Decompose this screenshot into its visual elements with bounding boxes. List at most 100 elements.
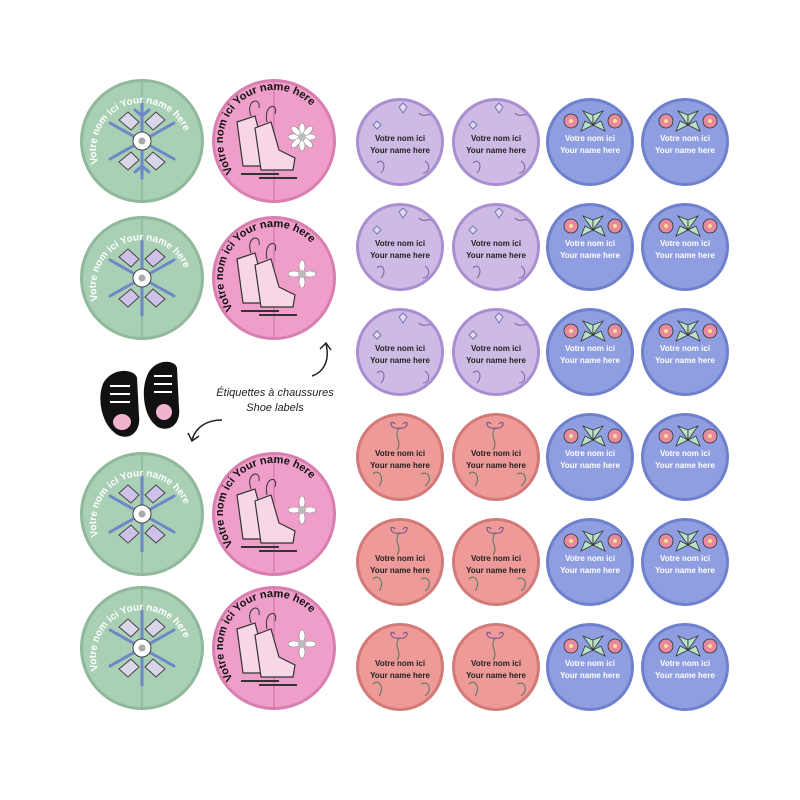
name-label-lilac: Votre nom ici Your name here: [452, 98, 540, 186]
name-label-blue: Votre nom ici Your name here: [546, 413, 634, 501]
name-label-blue: Votre nom ici Your name here: [546, 623, 634, 711]
shoe-label-snowflake: Votre nom ici Your name here: [80, 586, 204, 710]
name-line-fr: Votre nom ici: [564, 344, 616, 353]
name-line-en: Your name here: [560, 251, 620, 260]
name-line-en: Your name here: [560, 566, 620, 575]
name-line-en: Your name here: [466, 146, 526, 155]
name-line-en: Your name here: [655, 461, 715, 470]
name-line-en: Your name here: [370, 671, 430, 680]
name-label-blue: Votre nom ici Your name here: [641, 413, 729, 501]
name-line-fr: Votre nom ici: [659, 659, 711, 668]
name-line-fr: Votre nom ici: [470, 344, 522, 353]
name-line-en: Your name here: [370, 146, 430, 155]
name-label-coral: Votre nom ici Your name here: [356, 413, 444, 501]
name-label-lilac: Votre nom ici Your name here: [452, 308, 540, 396]
name-label-lilac: Votre nom ici Your name here: [356, 98, 444, 186]
name-line-fr: Votre nom ici: [564, 659, 616, 668]
name-line-en: Your name here: [560, 356, 620, 365]
name-line-en: Your name here: [655, 146, 715, 155]
name-line-fr: Votre nom ici: [470, 239, 522, 248]
pink-flower-icon: [563, 320, 623, 342]
daisy-icon: [287, 122, 317, 152]
curved-arrow-icon: [311, 341, 332, 377]
ice-skates-icon: [236, 589, 297, 707]
shoe-label-skates: Votre nom ici Your name here: [212, 216, 336, 340]
name-label-coral: Votre nom ici Your name here: [452, 413, 540, 501]
name-line-fr: Votre nom ici: [470, 134, 522, 143]
caption-en: Shoe labels: [246, 402, 304, 414]
name-line-fr: Votre nom ici: [564, 449, 616, 458]
snowflake-icon: [108, 455, 176, 573]
name-label-blue: Votre nom ici Your name here: [641, 203, 729, 291]
name-line-fr: Votre nom ici: [470, 449, 522, 458]
caption-fr: Étiquettes à chaussures: [216, 387, 334, 399]
name-line-fr: Votre nom ici: [564, 134, 616, 143]
name-line-fr: Votre nom ici: [659, 239, 711, 248]
ice-skates-icon: [236, 219, 297, 337]
name-line-en: Your name here: [560, 671, 620, 680]
name-label-blue: Votre nom ici Your name here: [641, 518, 729, 606]
pink-flower-icon: [563, 215, 623, 237]
pink-flower-icon: [563, 110, 623, 132]
name-line-en: Your name here: [655, 566, 715, 575]
shoe-label-snowflake: Votre nom ici Your name here: [80, 79, 204, 203]
ice-skates-icon: [236, 82, 297, 200]
daisy-icon: [287, 259, 317, 289]
name-line-fr: Votre nom ici: [374, 659, 426, 668]
ribbon-bow-icon: [372, 421, 430, 487]
pink-flower-icon: [658, 425, 718, 447]
name-label-blue: Votre nom ici Your name here: [546, 203, 634, 291]
name-line-en: Your name here: [466, 671, 526, 680]
ribbon-bow-icon: [468, 207, 530, 279]
name-line-fr: Votre nom ici: [470, 659, 522, 668]
daisy-icon: [287, 629, 317, 659]
curved-arrow-icon: [187, 419, 223, 443]
name-label-coral: Votre nom ici Your name here: [452, 623, 540, 711]
name-label-blue: Votre nom ici Your name here: [641, 623, 729, 711]
ribbon-bow-icon: [372, 207, 434, 279]
name-label-blue: Votre nom ici Your name here: [546, 308, 634, 396]
name-line-en: Your name here: [655, 356, 715, 365]
shoe-labels-caption: Étiquettes à chaussures Shoe labels: [210, 386, 340, 416]
ribbon-bow-icon: [468, 526, 526, 592]
name-line-fr: Votre nom ici: [374, 554, 426, 563]
name-line-fr: Votre nom ici: [374, 239, 426, 248]
shoe-label-skates: Votre nom ici Your name here: [212, 452, 336, 576]
daisy-icon: [287, 495, 317, 525]
ribbon-bow-icon: [372, 312, 434, 384]
ice-skates-icon: [236, 455, 297, 573]
pink-flower-icon: [563, 425, 623, 447]
name-line-en: Your name here: [466, 356, 526, 365]
name-line-fr: Votre nom ici: [564, 239, 616, 248]
name-line-fr: Votre nom ici: [470, 554, 522, 563]
name-label-lilac: Votre nom ici Your name here: [452, 203, 540, 291]
pink-flower-icon: [658, 110, 718, 132]
ribbon-bow-icon: [372, 526, 430, 592]
name-line-en: Your name here: [466, 461, 526, 470]
pink-flower-icon: [563, 530, 623, 552]
ribbon-bow-icon: [468, 102, 530, 174]
name-line-en: Your name here: [370, 356, 430, 365]
snowflake-icon: [108, 589, 176, 707]
ribbon-bow-icon: [468, 312, 530, 384]
ribbon-bow-icon: [468, 421, 526, 487]
name-line-fr: Votre nom ici: [659, 134, 711, 143]
name-line-en: Your name here: [560, 461, 620, 470]
ribbon-bow-icon: [372, 102, 434, 174]
name-line-en: Your name here: [370, 251, 430, 260]
name-line-fr: Votre nom ici: [659, 344, 711, 353]
name-label-coral: Votre nom ici Your name here: [356, 623, 444, 711]
name-label-blue: Votre nom ici Your name here: [641, 308, 729, 396]
name-line-fr: Votre nom ici: [564, 554, 616, 563]
pink-flower-icon: [658, 530, 718, 552]
name-line-fr: Votre nom ici: [374, 449, 426, 458]
pink-flower-icon: [658, 635, 718, 657]
pink-flower-icon: [563, 635, 623, 657]
name-label-coral: Votre nom ici Your name here: [452, 518, 540, 606]
name-line-en: Your name here: [655, 671, 715, 680]
ribbon-bow-icon: [468, 631, 526, 697]
snowflake-icon: [108, 219, 176, 337]
name-label-lilac: Votre nom ici Your name here: [356, 308, 444, 396]
pink-flower-icon: [658, 320, 718, 342]
